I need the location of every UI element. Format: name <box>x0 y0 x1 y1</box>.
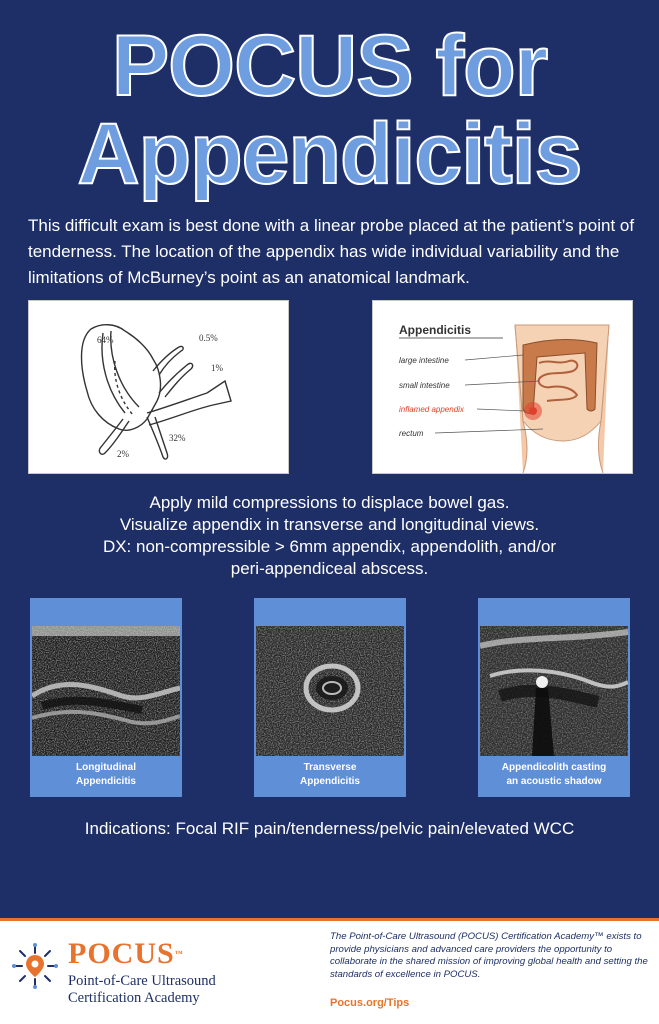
ultrasound-card-transverse: Transverse Appendicitis <box>254 598 406 797</box>
label-64: 64% <box>97 335 114 345</box>
indications-text: Indications: Focal RIF pain/tenderness/p… <box>84 819 575 838</box>
instruction-line-4: peri-appendiceal abscess. <box>230 559 429 578</box>
instruction-line-1: Apply mild compressions to displace bowe… <box>149 493 510 512</box>
ultrasound-card-appendicolith: Appendicolith casting an acoustic shadow <box>478 598 630 797</box>
instruction-line-2: Visualize appendix in transverse and lon… <box>119 515 540 534</box>
caption-longitudinal-line-1: Longitudinal <box>76 762 136 773</box>
ultrasound-card-longitudinal: Longitudinal Appendicitis <box>30 598 182 797</box>
ultrasound-image-transverse <box>256 626 404 756</box>
label-1: 1% <box>211 363 224 373</box>
caption-appendicolith-line-1: Appendicolith casting <box>501 762 607 773</box>
brand-subtitle-line-2: Certification Academy <box>68 990 200 1006</box>
label-large-intestine: large intestine <box>399 356 449 365</box>
appendix-position-diagram: 64% 0.5% 1% 32% 2% <box>28 300 289 474</box>
title-line-2: Appendicitis <box>76 105 583 203</box>
appendicitis-anatomy-diagram: Appendicitis large intestine small intes… <box>372 300 633 474</box>
anatomy-heading: Appendicitis <box>399 323 471 337</box>
label-rectum: rectum <box>399 429 424 438</box>
appendicitis-anatomy-illustration: Appendicitis large intestine small intes… <box>399 323 610 473</box>
label-2: 2% <box>117 449 130 459</box>
instruction-line-3: DX: non-compressible > 6mm appendix, app… <box>102 537 557 556</box>
label-05: 0.5% <box>199 333 218 343</box>
footer-description: The Point-of-Care Ultrasound (POCUS) Cer… <box>330 931 648 980</box>
poster: POCUS for Appendicitis This difficult ex… <box>0 17 659 838</box>
pocus-logo-icon <box>12 943 58 989</box>
caption-appendicolith-line-2: an acoustic shadow <box>506 776 602 787</box>
appendix-position-illustration: 64% 0.5% 1% 32% 2% <box>80 324 232 460</box>
brand-subtitle-line-1: Point-of-Care Ultrasound <box>68 973 216 989</box>
title-line-1: POCUS for <box>111 17 549 115</box>
brand-name: POCUS™ <box>68 939 184 969</box>
caption-transverse-line-2: Appendicitis <box>299 776 360 787</box>
footer: POCUS™ Point-of-Care Ultrasound Certific… <box>0 918 659 1024</box>
ultrasound-image-longitudinal <box>32 626 180 756</box>
caption-longitudinal-line-2: Appendicitis <box>75 776 136 787</box>
brand-subtitle: Point-of-Care Ultrasound Certification A… <box>68 973 216 1007</box>
caption-transverse: Transverse Appendicitis <box>254 761 406 789</box>
caption-longitudinal: Longitudinal Appendicitis <box>30 761 182 789</box>
brand-trademark: ™ <box>174 949 184 958</box>
caption-appendicolith: Appendicolith casting an acoustic shadow <box>478 761 630 789</box>
brand-text: POCUS <box>68 937 175 970</box>
label-32: 32% <box>169 433 186 443</box>
ultrasound-image-appendicolith <box>480 626 628 756</box>
caption-transverse-line-1: Transverse <box>303 762 357 773</box>
footer-link[interactable]: Pocus.org/Tips <box>330 997 410 1009</box>
instructions: Apply mild compressions to displace bowe… <box>0 492 659 580</box>
label-inflamed-appendix: inflamed appendix <box>399 405 465 414</box>
intro-paragraph: This difficult exam is best done with a … <box>28 216 635 287</box>
label-small-intestine: small intestine <box>399 381 450 390</box>
